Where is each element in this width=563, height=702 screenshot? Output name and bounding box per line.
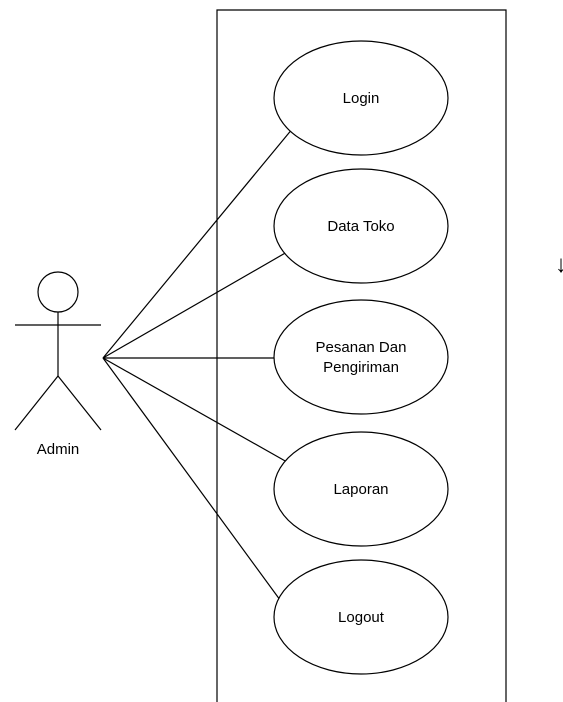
- stick-figure-icon: [14, 271, 102, 431]
- use-case-ellipse: [273, 431, 449, 547]
- actor-label: Admin: [37, 441, 80, 458]
- use-case-logout: Logout: [273, 559, 449, 675]
- use-case-laporan: Laporan: [273, 431, 449, 547]
- use-case-label: Data Toko: [327, 218, 394, 235]
- use-case-ellipse: [273, 40, 449, 156]
- use-case-label: Pesanan Dan: [316, 339, 407, 356]
- use-case-label: Login: [343, 90, 380, 107]
- use-case-label: Logout: [338, 609, 385, 626]
- association-login: [102, 127, 294, 359]
- association-logout: [102, 357, 284, 605]
- use-case-ellipse: [273, 168, 449, 284]
- association-laporan: [102, 357, 288, 463]
- edge-arrow-icon: ↓: [555, 251, 563, 278]
- use-case-login: Login: [273, 40, 449, 156]
- use-case-pesanan-dan-pengiriman: Pesanan Dan Pengiriman: [273, 299, 449, 415]
- use-case-data-toko: Data Toko: [273, 168, 449, 284]
- system-boundary: [216, 9, 507, 702]
- actor-admin: Admin: [14, 271, 102, 458]
- use-case-ellipse: [273, 559, 449, 675]
- associations: [102, 127, 294, 605]
- use-case-label: Pengiriman: [323, 359, 399, 376]
- use-case-label: Laporan: [333, 481, 388, 498]
- use-case-ellipse: [273, 299, 449, 415]
- association-data-toko: [102, 251, 288, 359]
